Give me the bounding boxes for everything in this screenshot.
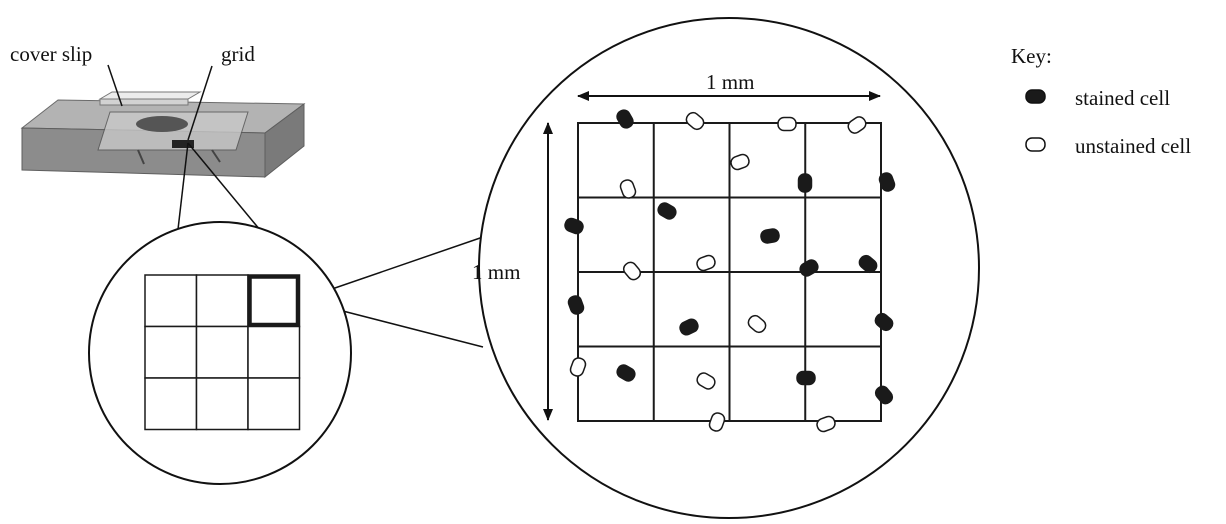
unstained-cell [696,254,716,272]
highlighted-square [248,275,300,327]
stained-cell [799,259,819,277]
hemocytometer-slide [20,99,306,179]
stained-cell [796,370,816,386]
key-title: Key: [1011,44,1052,68]
small-grid-square [195,377,249,431]
cover-slip [98,91,202,106]
unstained-cell [747,314,767,334]
key-item-unstained-label: unstained cell [1075,134,1192,158]
stained-cell [760,228,780,244]
grid-label: grid [221,42,255,66]
stained-cell [616,109,634,129]
small-grid-square [144,325,198,379]
cover-slip-leader-line [107,64,123,107]
unstained-cell [622,261,642,281]
small-grid-square [247,274,301,328]
small-grid-square [144,377,198,431]
unstained-cell [696,372,716,390]
small-grid-square [144,274,198,328]
stained-cell [567,295,585,315]
stained-cell [874,312,894,332]
unstained-cell [685,111,705,131]
unstained-cell [569,357,587,377]
zoom-line-left [176,142,189,239]
key-item-stained-label: stained cell [1075,86,1171,110]
unstained-cell [619,179,637,199]
stained-cell [657,202,677,220]
cover-slip-label: cover slip [10,42,93,66]
stained-cell [616,364,636,382]
small-grid [144,274,301,431]
width-measure-label: 1 mm [706,70,755,94]
small-grid-square [195,274,249,328]
small-grid-square [195,325,249,379]
unstained-cell [847,116,867,134]
stained-cell-icon [1025,89,1046,104]
height-measure-label: 1 mm [472,260,521,284]
zoom-line-right [187,142,271,243]
unstained-cell [708,412,726,432]
stained-cell [797,173,813,193]
unstained-cell [730,153,750,171]
unstained-cell [777,116,797,132]
small-grid-square [247,325,301,379]
grid-leader-line [187,65,213,141]
cells-layer [564,109,896,433]
stained-cell [679,318,699,336]
stained-cell [874,385,894,405]
unstained-cell-icon [1025,137,1046,152]
stained-cell [878,172,896,192]
small-grid-square [247,377,301,431]
stained-cell [858,254,878,274]
unstained-cell [816,415,836,433]
stained-cell [564,217,584,235]
